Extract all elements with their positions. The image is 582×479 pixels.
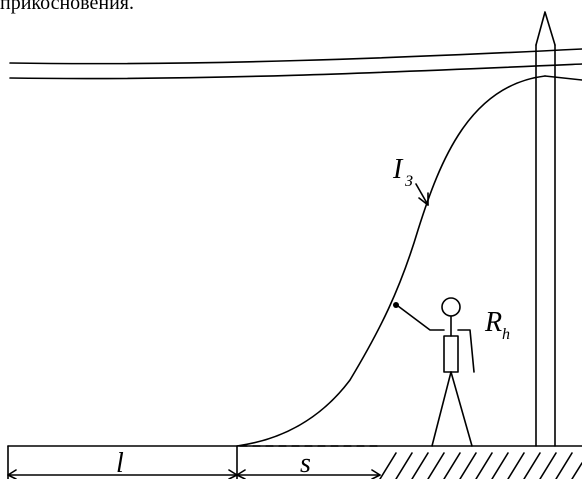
utility-pole xyxy=(535,11,556,447)
resistance-label: R xyxy=(484,307,502,338)
caption-text: прикосновения. xyxy=(0,0,134,14)
current-arrowhead xyxy=(418,192,429,206)
distance-s-label: s xyxy=(300,448,311,479)
current-subscript: З xyxy=(405,173,413,190)
overhead-wire-bottom xyxy=(9,63,582,80)
current-label: I xyxy=(392,154,404,185)
person-figure xyxy=(397,297,475,447)
current-arrow xyxy=(415,183,429,206)
dimension-s xyxy=(236,469,381,479)
overhead-wire-end-stub xyxy=(544,75,582,81)
distance-l-label: l xyxy=(116,448,124,479)
contact-point xyxy=(393,302,399,308)
resistance-subscript: h xyxy=(502,326,510,343)
earth-hatching xyxy=(379,452,582,479)
overhead-wire-top xyxy=(9,48,582,65)
fallen-wire xyxy=(236,75,546,447)
